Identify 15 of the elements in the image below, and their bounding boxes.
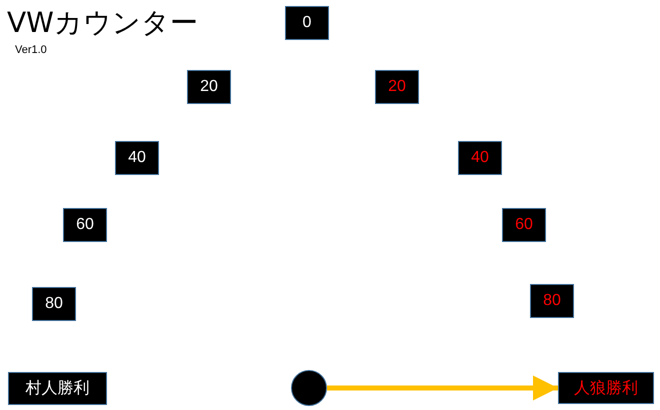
counter-box: 60	[63, 208, 107, 242]
counter-box: 40	[115, 141, 159, 175]
counter-box: 80	[530, 284, 574, 318]
counter-box: 80	[32, 287, 76, 321]
counter-box: 40	[458, 141, 502, 175]
counter-box: 20	[375, 70, 419, 104]
version-label: Ver1.0	[15, 44, 47, 56]
arrow	[327, 376, 558, 400]
counter-box: 20	[187, 70, 231, 104]
title: VWカウンター	[7, 5, 198, 41]
counter-box: 村人勝利	[8, 372, 107, 405]
counter-box: 60	[502, 208, 546, 242]
counter-box: 0	[285, 6, 329, 40]
counter-box: 人狼勝利	[558, 372, 654, 404]
circle-marker	[291, 370, 327, 406]
